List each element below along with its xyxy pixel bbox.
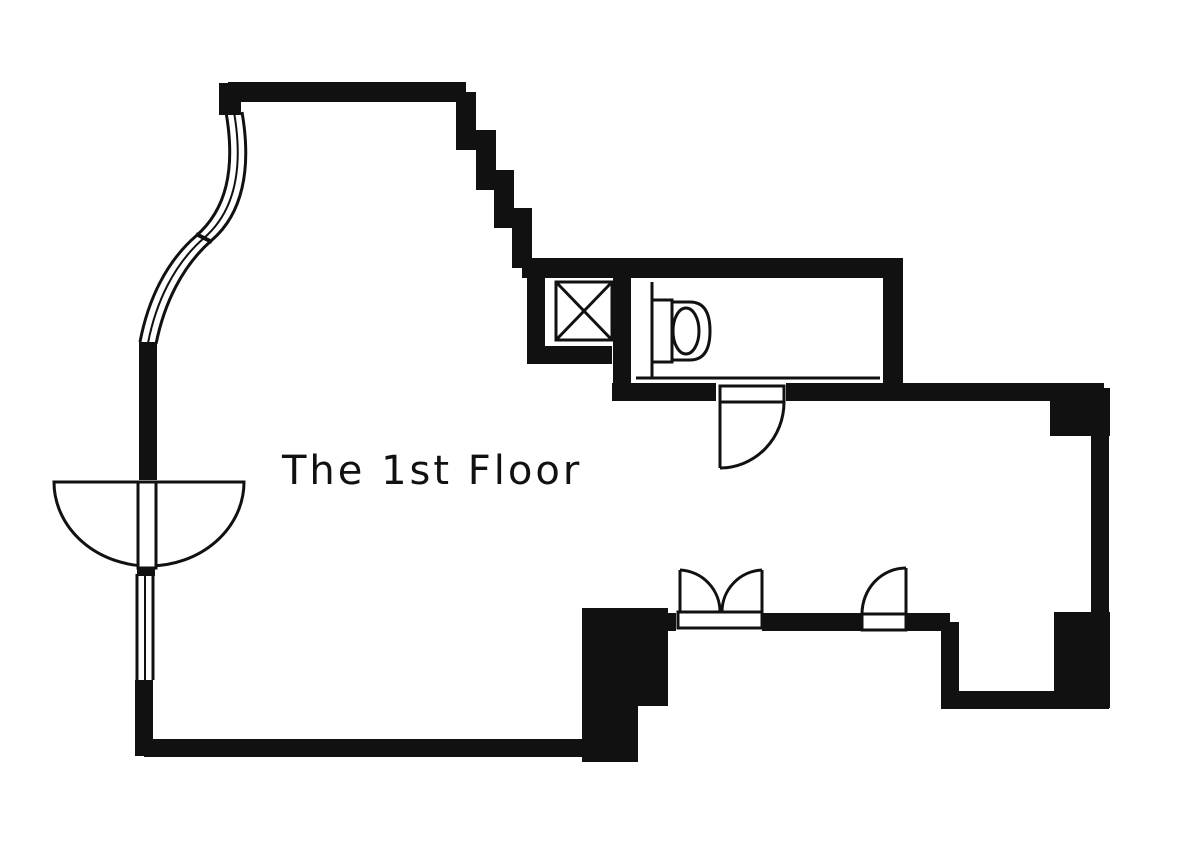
closet-top-wall bbox=[522, 258, 903, 392]
washroom-door bbox=[718, 384, 786, 470]
single-door-frame bbox=[860, 612, 908, 632]
closet-x-b bbox=[554, 280, 614, 342]
double-door-swing-left bbox=[679, 568, 722, 613]
bottom-center-column-lower bbox=[582, 700, 638, 762]
double-door-swing-right bbox=[720, 568, 763, 613]
double-door-frame bbox=[676, 610, 764, 630]
double-doors bbox=[676, 568, 764, 630]
washroom-door-frame bbox=[718, 384, 786, 404]
toilet-icon bbox=[636, 282, 880, 380]
toilet-bowl-inner bbox=[671, 306, 701, 356]
curved-window bbox=[138, 111, 248, 345]
floor-label: The 1st Floor bbox=[281, 448, 582, 494]
lower-left-window bbox=[135, 566, 155, 680]
washroom-door-swing bbox=[719, 401, 786, 470]
right-top-column bbox=[1050, 388, 1110, 436]
closet-wall bbox=[527, 268, 612, 364]
toilet-bowl-outer bbox=[672, 300, 712, 362]
stepped-wall bbox=[456, 92, 532, 268]
curved-window-mullion bbox=[195, 232, 213, 244]
entrance-door-leaf bbox=[136, 480, 158, 570]
wall-columns bbox=[582, 388, 1110, 762]
closet-box bbox=[554, 280, 614, 342]
single-door-swing bbox=[860, 566, 907, 615]
right-bottom-column bbox=[1054, 612, 1110, 708]
storage-closet bbox=[554, 280, 614, 342]
top-left-wall-block bbox=[219, 83, 241, 115]
bottom-center-column bbox=[582, 608, 668, 706]
main-entrance-door bbox=[52, 480, 246, 570]
toilet-tank bbox=[650, 298, 674, 364]
lower-window-cap bbox=[137, 566, 155, 576]
single-door bbox=[860, 566, 908, 632]
right-wall bbox=[941, 392, 1109, 709]
curved-window-frame-inner bbox=[154, 111, 248, 345]
curved-window-frame-outer bbox=[138, 111, 232, 343]
